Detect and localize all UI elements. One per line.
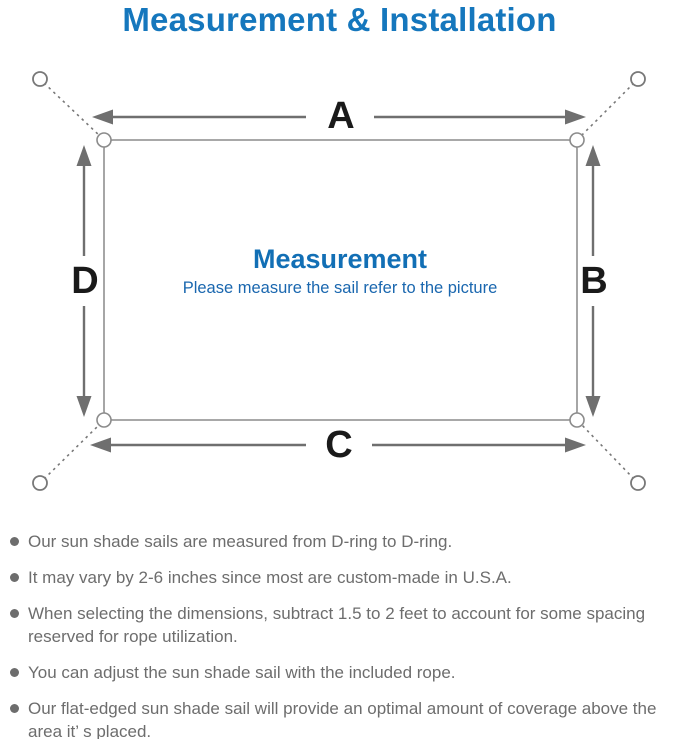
anchor-rings (32, 71, 646, 491)
anchor-ring-icon (32, 475, 48, 491)
note-item: Our sun shade sails are measured from D-… (10, 530, 673, 553)
arrowhead-up-icon (76, 145, 92, 166)
corner-d-rings (96, 132, 585, 428)
center-caption-subtitle: Please measure the sail refer to the pic… (183, 279, 498, 297)
d-ring-icon (569, 132, 585, 148)
dimension-label-a: A (327, 95, 354, 137)
tie-line-bottom-right (579, 422, 635, 480)
tie-line-top-left (43, 82, 102, 138)
note-item: You can adjust the sun shade sail with t… (10, 661, 673, 684)
measurement-diagram: A B C D Measurement Please measure the s… (32, 71, 646, 491)
center-caption-title: Measurement (253, 244, 427, 274)
arrowhead-down-icon (76, 396, 92, 417)
dimension-arrow-b (585, 145, 601, 417)
note-item: Our flat-edged sun shade sail will provi… (10, 697, 673, 739)
bullet-icon (10, 704, 19, 713)
anchor-ring-icon (630, 475, 646, 491)
bullet-icon (10, 609, 19, 618)
arrowhead-left-icon (90, 437, 111, 453)
note-text: Our sun shade sails are measured from D-… (28, 532, 453, 551)
bullet-icon (10, 537, 19, 546)
notes-list: Our sun shade sails are measured from D-… (10, 530, 673, 739)
dimension-label-c: C (325, 424, 352, 466)
d-ring-icon (96, 412, 112, 428)
dimension-arrow-a (92, 109, 586, 125)
d-ring-icon (569, 412, 585, 428)
tie-line-bottom-left (43, 422, 102, 480)
note-text: Our flat-edged sun shade sail will provi… (28, 699, 657, 739)
arrowhead-down-icon (585, 396, 601, 417)
anchor-ring-icon (630, 71, 646, 87)
arrowhead-right-icon (565, 109, 586, 125)
bullet-icon (10, 668, 19, 677)
page-title: Measurement & Installation (122, 1, 557, 38)
dimension-label-d: D (71, 260, 98, 302)
d-ring-icon (96, 132, 112, 148)
anchor-ring-icon (32, 71, 48, 87)
dimension-arrow-d (76, 145, 92, 417)
bullet-icon (10, 573, 19, 582)
dimension-label-b: B (580, 260, 607, 302)
arrowhead-up-icon (585, 145, 601, 166)
note-text: It may vary by 2-6 inches since most are… (28, 568, 512, 587)
note-item: When selecting the dimensions, subtract … (10, 602, 673, 648)
sail-outline (103, 139, 578, 421)
note-text: When selecting the dimensions, subtract … (28, 604, 646, 646)
arrowhead-right-icon (565, 437, 586, 453)
tie-rope-lines (43, 82, 635, 480)
arrowhead-left-icon (92, 109, 113, 125)
tie-line-top-right (579, 82, 635, 138)
note-item: It may vary by 2-6 inches since most are… (10, 566, 673, 589)
note-text: You can adjust the sun shade sail with t… (28, 663, 456, 682)
dimension-arrow-c (90, 437, 586, 453)
